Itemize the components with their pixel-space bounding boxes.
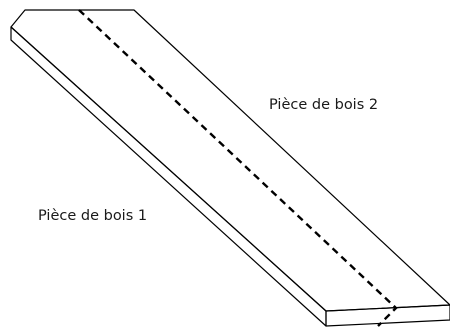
board-side-face (10, 26, 327, 327)
board-top-face (10, 9, 450, 312)
label-piece-2: Pièce de bois 2 (269, 97, 378, 113)
board-end-face (325, 304, 450, 327)
joint-line (78, 9, 398, 327)
label-piece-1: Pièce de bois 1 (38, 208, 147, 224)
